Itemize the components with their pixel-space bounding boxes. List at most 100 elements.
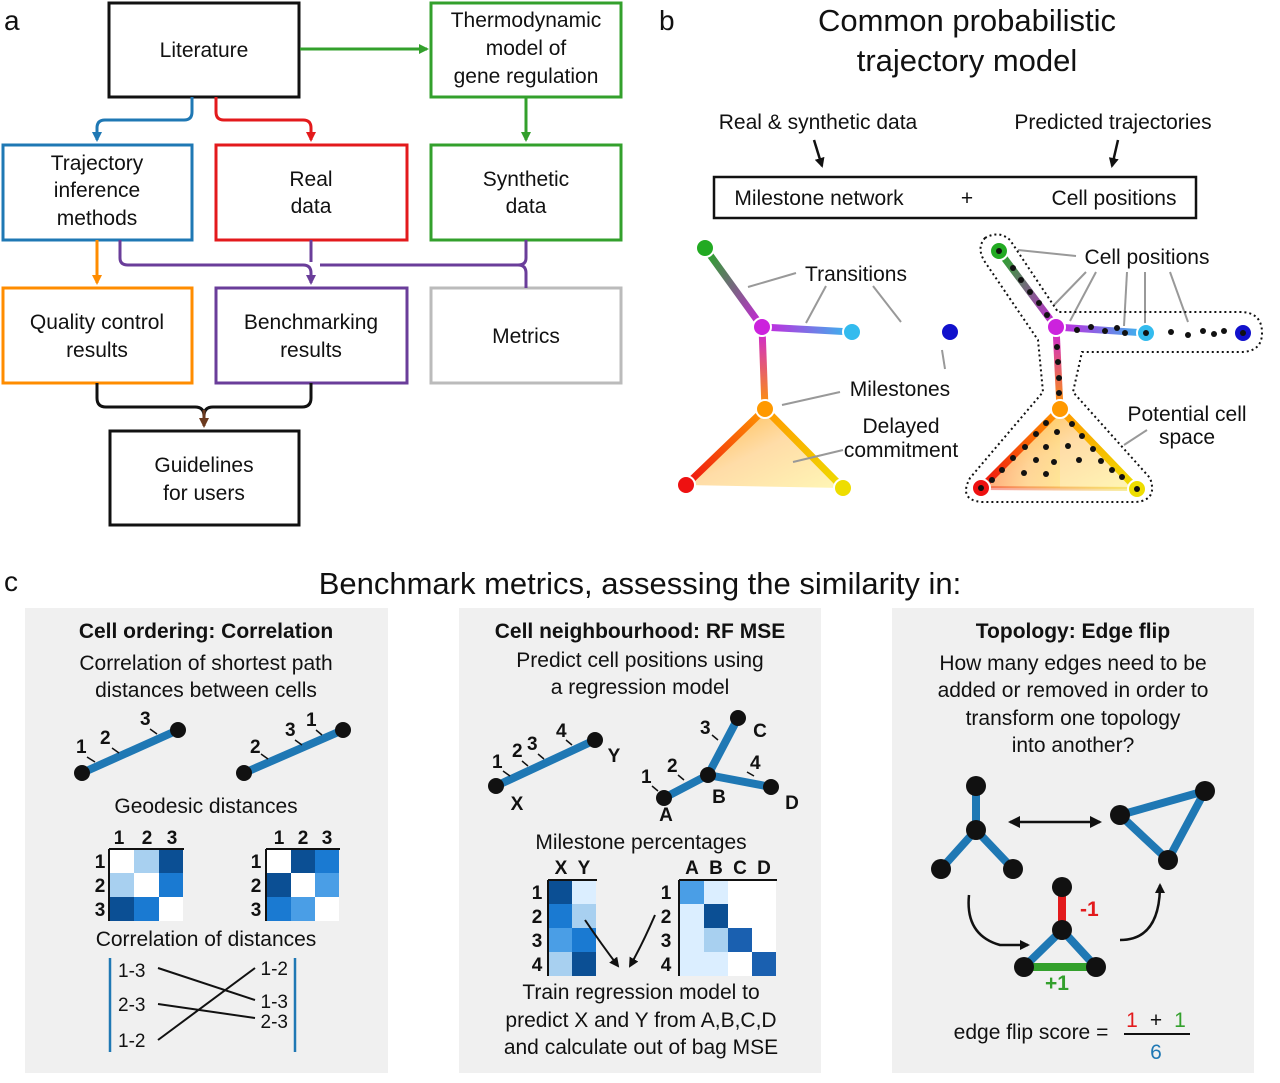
svg-text:3: 3: [322, 828, 333, 849]
right-pair-3: 2-3: [261, 1012, 288, 1033]
cell-dots: [978, 248, 1246, 492]
panel-c: c Benchmark metrics, assessing the simil…: [4, 566, 1254, 1073]
panel-c-title: Benchmark metrics, assessing the similar…: [319, 566, 962, 601]
transition-topology: [1014, 877, 1106, 977]
cell-positions-graph: [965, 233, 1264, 503]
metrics-label: Metrics: [492, 325, 560, 348]
svg-text:3: 3: [532, 931, 543, 952]
real-data-line-1: Real: [289, 168, 332, 191]
trajectory-model-box: [712, 175, 1198, 220]
cell-milestone-magenta: [1046, 317, 1066, 337]
benchmarking-line-1: Benchmarking: [244, 311, 378, 334]
rf-node-y: [587, 732, 603, 748]
corr-node-left-a: [74, 765, 90, 781]
milestone-percentages-label: Milestone percentages: [535, 831, 746, 854]
arrow-mid-to-triangle: [1119, 883, 1165, 942]
edgeflip-subpanel: Topology: Edge flip How many edges need …: [892, 608, 1254, 1073]
milestone-network-label: Milestone network: [734, 187, 904, 210]
score-denominator: 6: [1150, 1041, 1162, 1064]
edge-magenta-orange: [758, 326, 769, 410]
delayed-label-1: Delayed: [862, 415, 939, 438]
rf-xy-n3: 3: [527, 734, 538, 755]
svg-text:3: 3: [95, 900, 106, 921]
rf-xy-n2: 2: [512, 741, 523, 762]
rf-arrow-right: [629, 914, 656, 968]
corr-right-n1: 1: [306, 710, 317, 731]
rf-node-b: [700, 767, 716, 783]
xy-percentage-matrix: X Y 1 2 3 4: [532, 858, 597, 976]
svg-text:A: A: [685, 858, 699, 879]
edgeflip-heading: Topology: Edge flip: [976, 620, 1170, 643]
rf-node-a: [656, 790, 672, 806]
rf-star-n3: 3: [700, 718, 711, 739]
svg-text:1: 1: [532, 883, 543, 904]
milestone-red: [676, 475, 696, 495]
milestone-cyan: [842, 322, 862, 342]
geodesic-matrix-left: 1 2 3 1 2 3: [95, 828, 184, 921]
svg-text:3: 3: [167, 828, 178, 849]
svg-text:D: D: [757, 858, 771, 879]
ti-methods-line-3: methods: [57, 207, 138, 230]
corr-node-right-a: [236, 765, 252, 781]
edge-green-magenta: [702, 245, 765, 330]
metrics-box: [429, 286, 623, 385]
rfmse-desc-2: a regression model: [551, 676, 730, 699]
milestones-label: Milestones: [850, 378, 950, 401]
correlation-desc-2: distances between cells: [95, 679, 317, 702]
corr-left-n3: 3: [140, 709, 151, 730]
triangle-topology: [1110, 781, 1215, 870]
geodesic-matrix-right: 1 2 3 1 2 3: [251, 828, 340, 921]
plus-sign: +: [961, 187, 973, 210]
synthetic-data-line-1: Synthetic: [483, 168, 569, 191]
svg-text:4: 4: [532, 955, 543, 976]
rf-label-a: A: [659, 805, 673, 826]
panel-b-title-line-1: Common probabilistic: [818, 3, 1116, 38]
delayed-commitment-area: [686, 409, 843, 488]
potential-space-line-1: Potential cell: [1127, 403, 1246, 426]
panel-b-title-line-2: trajectory model: [857, 43, 1078, 78]
left-pair-3: 1-2: [118, 1031, 145, 1052]
guidelines-line-1: Guidelines: [154, 454, 253, 477]
thermodynamic-line-1: Thermodynamic: [451, 9, 602, 32]
svg-text:2: 2: [532, 907, 543, 928]
milestone-yellow: [833, 478, 853, 498]
milestone-magenta: [752, 317, 772, 337]
benchmarking-line-2: results: [280, 339, 342, 362]
purple-from-synthetic: [517, 240, 528, 267]
geodesic-label: Geodesic distances: [114, 795, 297, 818]
edgeflip-desc-3: transform one topology: [966, 707, 1181, 730]
rf-node-c: [730, 710, 746, 726]
svg-text:2: 2: [95, 876, 106, 897]
delayed-label-2: commitment: [844, 439, 959, 462]
minus-one-label: -1: [1080, 898, 1099, 921]
right-pair-1: 1-2: [261, 959, 288, 980]
thermodynamic-line-2: model of: [486, 37, 567, 60]
right-pair-2: 1-3: [261, 992, 288, 1013]
rf-xy-n1: 1: [492, 752, 503, 773]
thermodynamic-model-box: [429, 1, 623, 99]
guidelines-box: [108, 429, 301, 527]
rfmse-heading: Cell neighbourhood: RF MSE: [495, 620, 785, 643]
corr-right-n3: 3: [285, 720, 296, 741]
svg-text:3: 3: [251, 900, 262, 921]
guidelines-line-2: for users: [163, 482, 245, 505]
pair-connectors: [157, 967, 256, 1041]
cell-edge-red-yellow: [980, 486, 1138, 491]
svg-text:3: 3: [661, 931, 672, 952]
literature-label: Literature: [160, 39, 249, 62]
svg-text:4: 4: [661, 955, 672, 976]
panel-b: b Common probabilistic trajectory model …: [659, 3, 1264, 503]
rf-arrow-left: [584, 919, 620, 968]
milestone-green: [695, 238, 715, 258]
quality-control-box: [1, 286, 194, 385]
train-line-2: predict X and Y from A,B,C,D: [505, 1009, 776, 1032]
cell-edge-magenta-cyan: [1055, 323, 1147, 337]
arrow-literature-real: [214, 97, 316, 142]
svg-text:1: 1: [95, 852, 106, 873]
rf-label-b: B: [712, 787, 726, 808]
svg-text:C: C: [733, 858, 747, 879]
rf-star-n1: 1: [641, 767, 652, 788]
synthetic-data-box: [429, 143, 623, 242]
edge-flip-score-label: edge flip score =: [954, 1021, 1109, 1044]
